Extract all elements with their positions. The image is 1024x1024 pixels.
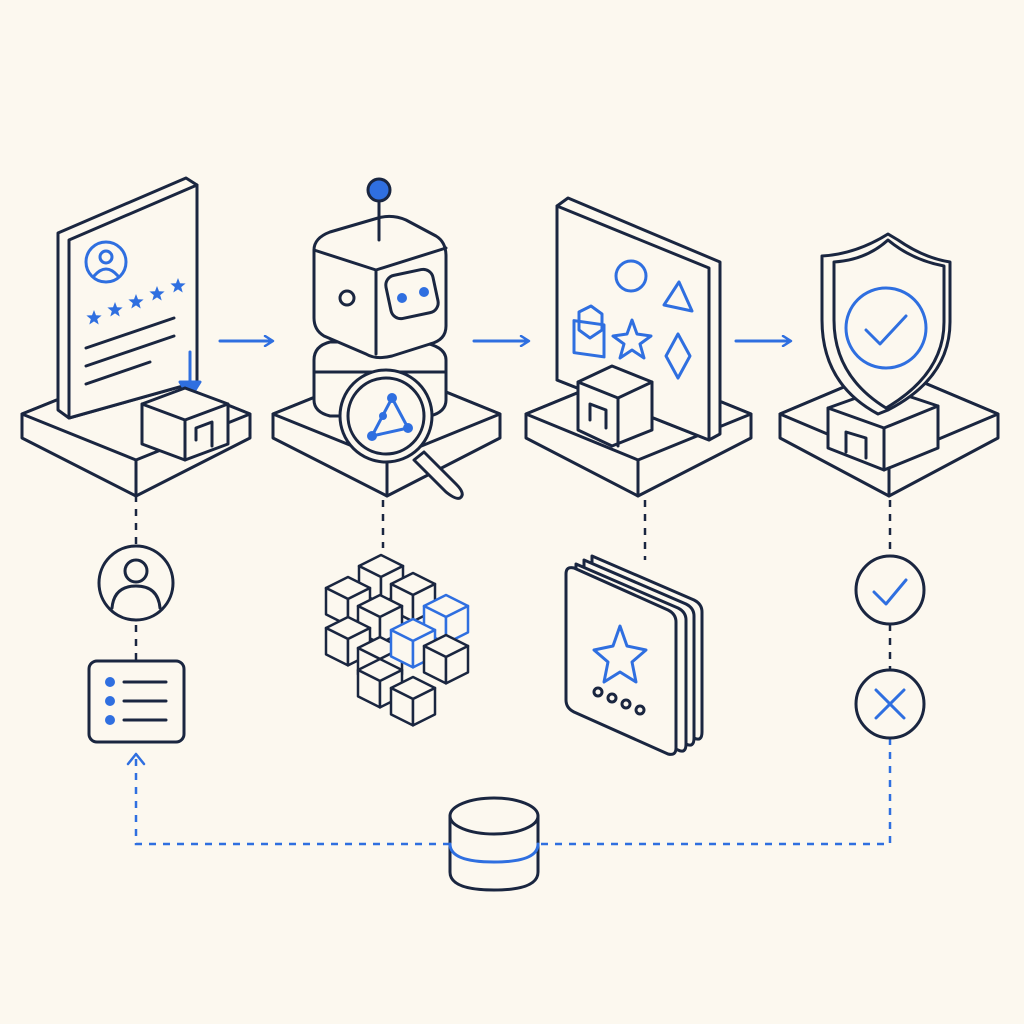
rating-star	[107, 302, 123, 317]
magnifier-icon	[338, 368, 464, 500]
rating-stars	[86, 278, 186, 325]
stage-3-classification	[524, 196, 753, 498]
stage-1-document-upload	[20, 176, 252, 498]
stage-2-robot-analysis	[271, 177, 502, 500]
checklist-icon	[87, 659, 186, 744]
reject-x-icon	[854, 668, 926, 740]
vertical-dashed-links	[134, 495, 892, 670]
shield-check-icon	[820, 232, 952, 416]
rating-star	[86, 310, 102, 325]
circle-shape	[614, 259, 648, 293]
cube-face	[411, 686, 437, 727]
document-avatar-icon	[84, 240, 128, 284]
feedback-loop	[126, 738, 892, 846]
diamond-shape	[664, 332, 692, 380]
hexagon-shape	[577, 304, 604, 340]
triangle-shape	[662, 280, 694, 313]
cube-face	[444, 644, 470, 685]
rating-star	[170, 278, 186, 293]
antenna-light	[366, 177, 392, 203]
box-1	[140, 386, 230, 462]
square-shape	[572, 319, 606, 359]
stage-4-verification	[778, 232, 1000, 498]
rated-document-icon	[56, 176, 199, 420]
box-3	[576, 364, 654, 448]
database-icon	[448, 796, 540, 892]
user-profile-icon	[97, 544, 175, 622]
star-shape	[611, 318, 653, 360]
approve-check-icon	[854, 554, 926, 626]
card-stack-icon	[564, 554, 704, 756]
rating-star	[128, 294, 144, 309]
graph-network-icon	[367, 393, 413, 441]
cube-cluster-icon	[324, 553, 470, 727]
rating-star	[149, 286, 165, 301]
